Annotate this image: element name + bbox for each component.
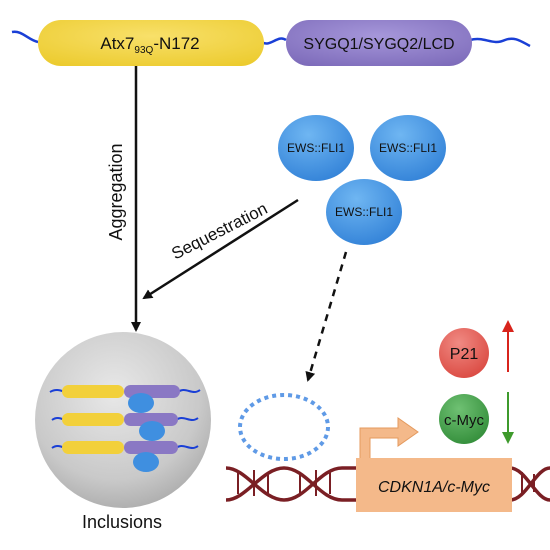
p21-circle [439, 328, 489, 378]
aggregate-atx-1 [62, 385, 124, 398]
atx7-domain [38, 20, 264, 66]
sequestration-arrow [142, 198, 299, 300]
cmyc-circle [439, 394, 489, 444]
ews-fli1-protein-c [326, 179, 402, 245]
upregulation-arrow [502, 320, 514, 372]
construct-backbone [11, 30, 39, 44]
cmyc-label: c-Myc [444, 412, 484, 429]
atx7-label: Atx793Q-N172 [100, 34, 199, 56]
sygq-label: SYGQ1/SYGQ2/LCD [303, 36, 454, 53]
aggregation-label: Aggregation [106, 143, 126, 240]
ews-fli1-label-c: EWS::FLI1 [335, 205, 393, 219]
sequestered-ews-2 [139, 421, 165, 441]
ews-fli1-label-b: EWS::FLI1 [379, 141, 437, 155]
promoter-arrow [359, 417, 419, 469]
dna-helix [225, 466, 550, 502]
aggregate-sygq-2 [124, 413, 178, 426]
inclusion-body: Inclusions [35, 332, 211, 532]
gene-label: CDKN1A/c-Myc [378, 479, 490, 496]
up-arrow-head [502, 320, 514, 332]
sequestered-ews-1 [128, 393, 154, 413]
aggregate-atx-3 [62, 441, 124, 454]
p21-node: P21 [439, 328, 489, 378]
sequestration-label: Sequestration [168, 199, 270, 264]
gene-box [356, 458, 512, 512]
construct-linker [261, 37, 287, 45]
sequestered-ews-fli1 [128, 393, 165, 472]
dna-strand-b [225, 466, 550, 502]
aggregate-row-3 [51, 441, 199, 454]
down-arrow-head [502, 432, 514, 444]
fusion-construct: Atx793Q-N172 SYGQ1/SYGQ2/LCD [11, 20, 531, 66]
cmyc-node: c-Myc [439, 394, 489, 444]
binding-dashed-arrow [305, 251, 348, 382]
aggregate-row-2 [51, 413, 199, 426]
aggregate-sygq-3 [124, 441, 178, 454]
inclusions-label: Inclusions [82, 512, 162, 532]
aggregate-atx-2 [62, 413, 124, 426]
downregulation-arrow [502, 392, 514, 444]
ews-fli1-group: EWS::FLI1 EWS::FLI1 EWS::FLI1 [278, 115, 446, 245]
binding-site-dotted [238, 393, 330, 461]
ews-fli1-protein-b [370, 115, 446, 181]
ews-fli1-protein-a [278, 115, 354, 181]
construct-tail [469, 37, 531, 48]
dna-rungs [237, 470, 535, 496]
target-gene: CDKN1A/c-Myc [356, 417, 512, 512]
sequestered-ews-3 [133, 452, 159, 472]
ews-fli1-label-a: EWS::FLI1 [287, 141, 345, 155]
p21-label: P21 [450, 346, 479, 363]
sygq-domain [286, 20, 472, 66]
